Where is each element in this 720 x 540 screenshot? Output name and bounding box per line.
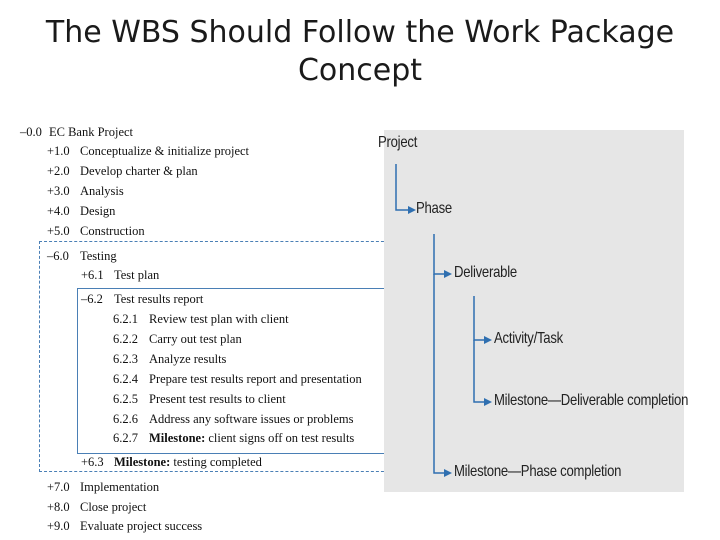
wbs-label: Test plan (114, 268, 160, 282)
wbs-number: –6.2 (81, 292, 103, 306)
milestone-text: testing completed (173, 455, 262, 469)
connector-project-phase (395, 164, 416, 214)
wbs-label: Develop charter & plan (80, 164, 198, 178)
wbs-label: Prepare test results report and presenta… (149, 372, 362, 386)
hierarchy-milestone-deliverable: Milestone—Deliverable completion (494, 392, 689, 409)
wbs-label: Conceptualize & initialize project (80, 144, 250, 158)
wbs-label: Milestone: client signs off on test resu… (149, 430, 354, 446)
milestone-tag: Milestone: (114, 455, 171, 469)
wbs-label: Testing (80, 249, 117, 263)
hierarchy-connectors (395, 164, 492, 477)
wbs-number: +5.0 (47, 224, 70, 238)
wbs-label: Analysis (80, 184, 124, 198)
wbs-number: +1.0 (47, 144, 70, 158)
wbs-number: +3.0 (47, 184, 70, 198)
wbs-number: +4.0 (47, 204, 70, 218)
wbs-number: –0.0 (20, 125, 42, 139)
wbs-number: 6.2.2 (113, 332, 138, 346)
wbs-number: +9.0 (47, 519, 70, 533)
wbs-label: EC Bank Project (49, 125, 134, 139)
wbs-label: Review test plan with client (149, 312, 289, 326)
connector-phase-milestone (433, 274, 452, 477)
wbs-label: Milestone: testing completed (114, 454, 262, 470)
wbs-number: +7.0 (47, 480, 70, 494)
hierarchy-activity-task: Activity/Task (494, 330, 563, 347)
connector-phase-deliverable (433, 234, 452, 278)
connector-deliverable-milestone (473, 340, 492, 406)
wbs-number: 6.2.7 (113, 431, 138, 445)
wbs-label: Present test results to client (149, 392, 286, 406)
wbs-label: Address any software issues or problems (149, 412, 354, 426)
hierarchy-deliverable: Deliverable (454, 264, 517, 281)
wbs-number: +8.0 (47, 500, 70, 514)
hierarchy-phase: Phase (416, 200, 452, 217)
wbs-label: Close project (80, 500, 147, 514)
wbs-number: 6.2.4 (113, 372, 138, 386)
wbs-label: Implementation (80, 480, 160, 494)
wbs-label: Construction (80, 224, 145, 238)
wbs-label: Carry out test plan (149, 332, 242, 346)
hierarchy-milestone-phase: Milestone—Phase completion (454, 463, 622, 480)
wbs-label: Test results report (114, 292, 204, 306)
hierarchy-project: Project (378, 134, 418, 151)
slide-title-line-2: Concept (297, 53, 423, 88)
wbs-number: 6.2.3 (113, 352, 138, 366)
wbs-number: +6.3 (81, 455, 104, 469)
wbs-number: 6.2.1 (113, 312, 138, 326)
slide-title: The WBS Should Follow the Work Package C… (40, 14, 680, 90)
wbs-outline-panel: –0.0 EC Bank Project +1.0 Conceptualize … (16, 124, 394, 536)
milestone-text: client signs off on test results (208, 431, 355, 445)
wbs-label: Design (80, 204, 116, 218)
slide-title-line-1: The WBS Should Follow the Work Package (45, 15, 675, 50)
wbs-label: Analyze results (149, 352, 227, 366)
wbs-number: –6.0 (47, 249, 69, 263)
hierarchy-diagram-panel: Project Phase Deliverable Activity/Task … (378, 130, 688, 492)
milestone-tag: Milestone: (149, 431, 206, 445)
wbs-number: +6.1 (81, 268, 104, 282)
wbs-number: 6.2.6 (113, 412, 138, 426)
connector-deliverable-activity (473, 296, 492, 344)
wbs-number: 6.2.5 (113, 392, 138, 406)
wbs-number: +2.0 (47, 164, 70, 178)
wbs-label: Evaluate project success (80, 519, 203, 533)
